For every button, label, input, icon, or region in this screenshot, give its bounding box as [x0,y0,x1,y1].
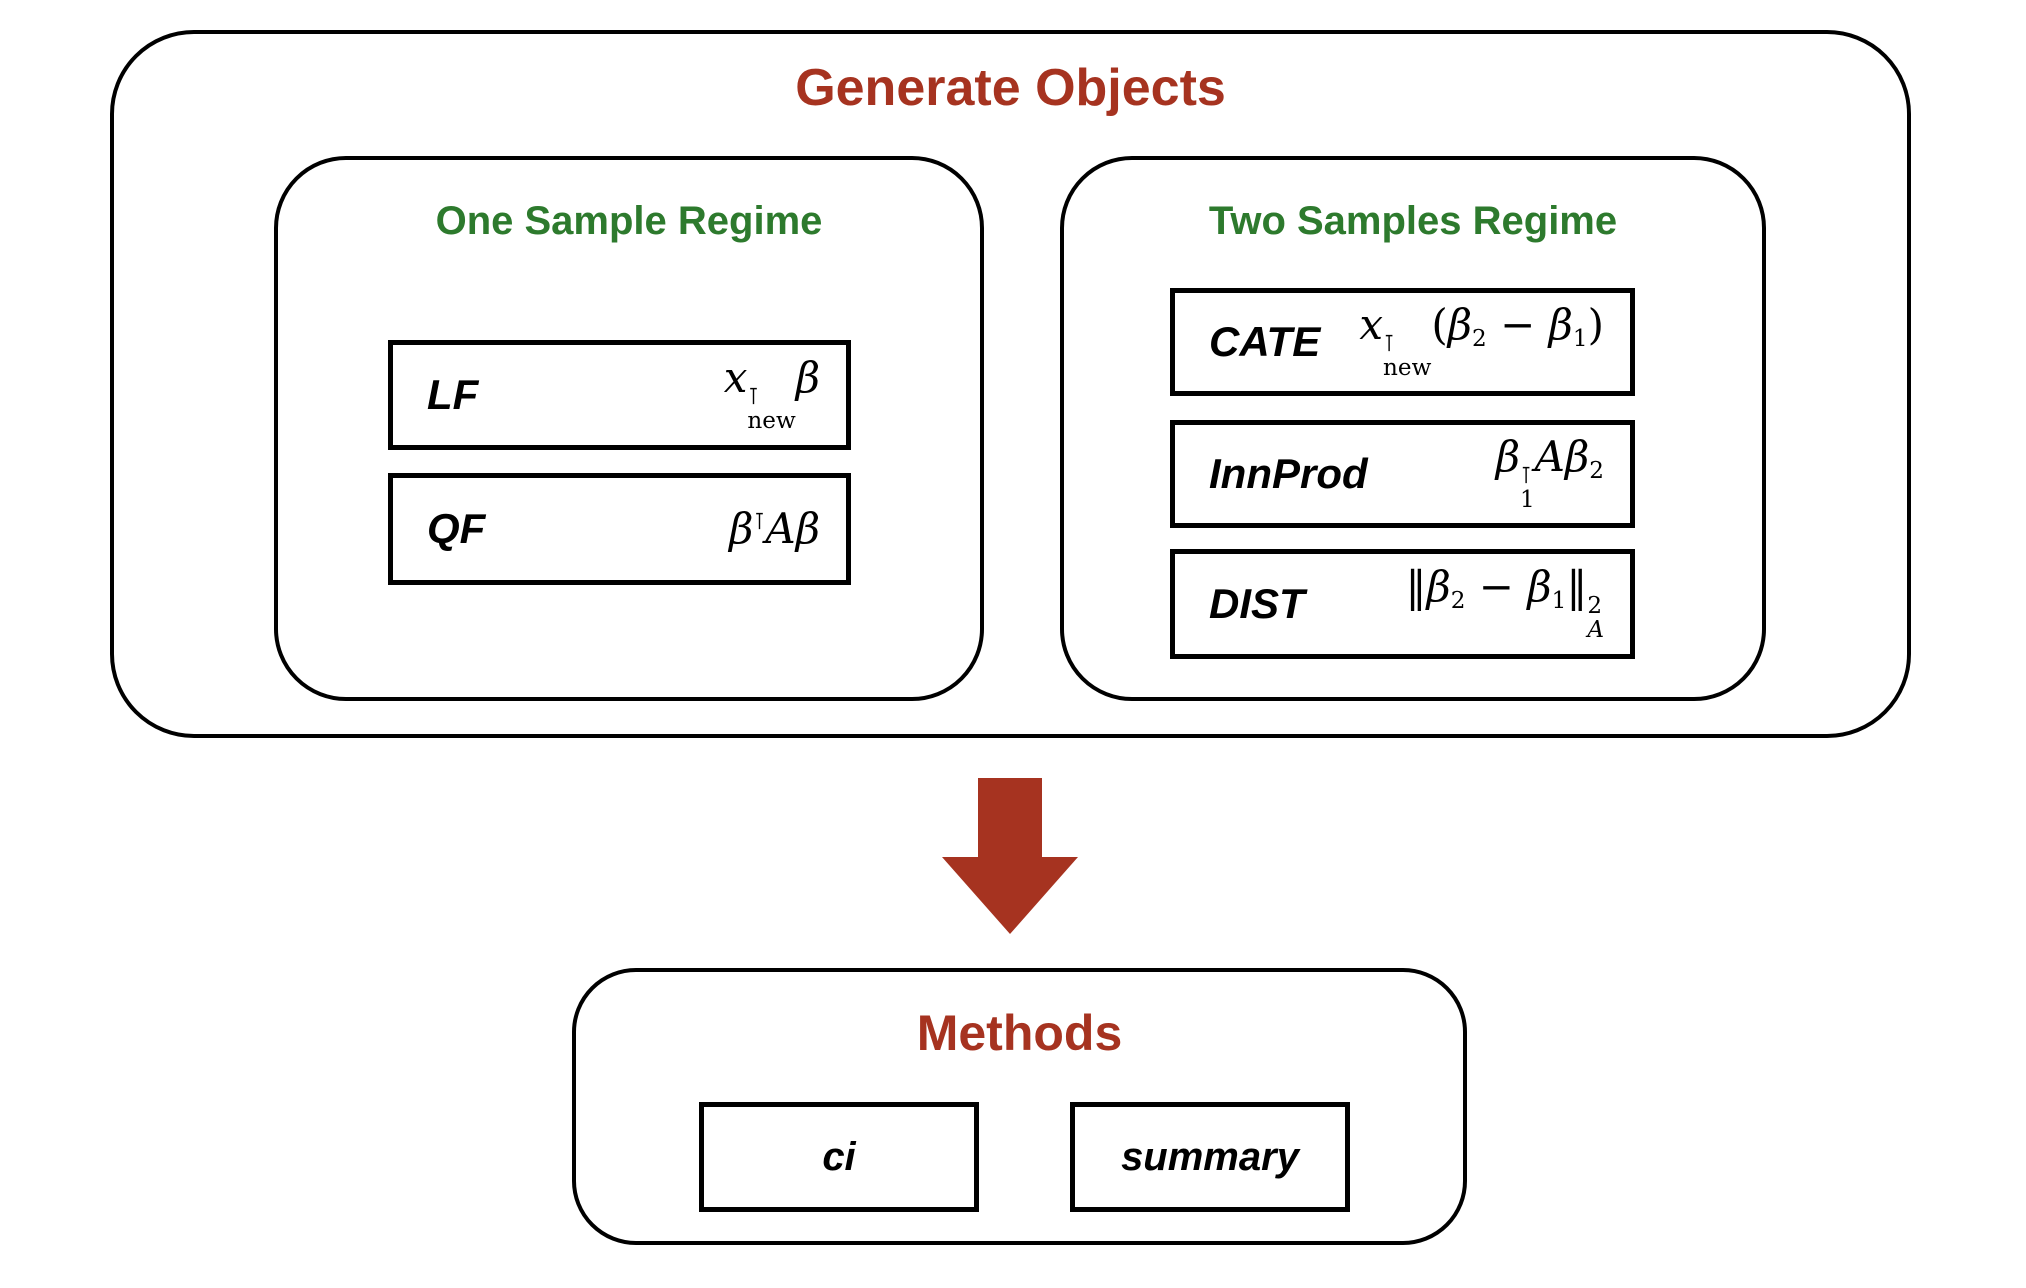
generate-objects-title: Generate Objects [795,59,1226,117]
qf-item-box: QF β⊺Aβ [388,473,851,585]
down-arrow-icon [942,778,1078,934]
innprod-label: InnProd [1209,450,1368,497]
two-samples-regime-title: Two Samples Regime [1208,199,1618,243]
dist-label: DIST [1209,580,1305,627]
summary-method-box: summary [1070,1102,1350,1212]
lf-label: LF [427,371,479,418]
methods-title: Methods [916,1005,1123,1061]
cate-item-box: CATE x⊺new(β2 − β1) [1170,288,1635,396]
cate-label: CATE [1209,318,1321,365]
two-samples-regime-box: Two Samples Regime CATE x⊺new(β2 − β1) I… [1060,156,1766,701]
cate-formula: x⊺new(β2 − β1) [1359,299,1604,381]
qf-formula: β⊺Aβ [729,504,820,553]
one-sample-regime-title: One Sample Regime [435,199,823,243]
generate-objects-container: Generate Objects One Sample Regime LF x⊺… [110,30,1911,738]
qf-label: QF [427,505,486,552]
ci-method-box: ci [699,1102,979,1212]
ci-label: ci [822,1134,856,1179]
summary-label: summary [1121,1134,1299,1179]
methods-container: Methods ci summary [572,968,1467,1245]
